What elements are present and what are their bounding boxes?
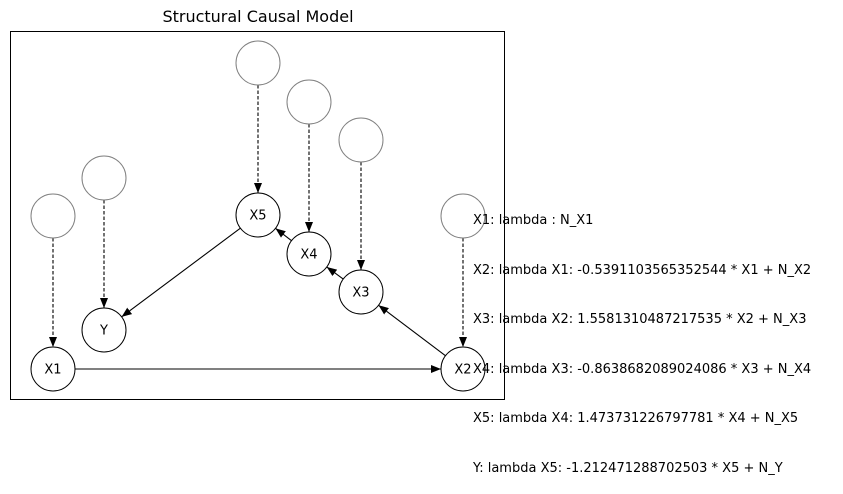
node-label: X4 xyxy=(300,248,317,263)
equation-line: X5: lambda X4: 1.473731226797781 * X4 + … xyxy=(473,411,799,426)
causal-graph: X1 X2 X3 X4 X5Y xyxy=(30,40,486,392)
node-n-x4 xyxy=(286,79,332,125)
node-label: X5 xyxy=(249,209,266,224)
noise-node-circle xyxy=(338,117,384,163)
variable-node-circle xyxy=(338,269,384,315)
node-label: Y xyxy=(99,324,108,339)
node-n-x3 xyxy=(338,117,384,163)
node-n-x1 xyxy=(30,193,76,239)
edge-x3-to-x4 xyxy=(326,266,344,280)
node-label: X3 xyxy=(352,286,369,301)
noise-node-circle xyxy=(235,40,281,86)
diagram-frame xyxy=(10,31,505,400)
equation-line: X2: lambda X1: -0.5391103565352544 * X1 … xyxy=(473,262,812,278)
node-x5: X5 xyxy=(235,192,281,238)
node-n-x2 xyxy=(440,193,486,239)
node-x4: X4 xyxy=(286,231,332,277)
variable-node-circle xyxy=(81,307,127,353)
noise-node-circle xyxy=(440,193,486,239)
equation-line: X4: lambda X3: -0.8638682089024086 * X3 … xyxy=(473,361,812,377)
equation-line: X1: lambda : N_X1 xyxy=(473,213,594,228)
edge-x5-to-y xyxy=(121,227,241,318)
noise-node-circle xyxy=(286,79,332,125)
equations-list: X1: lambda : N_X1 X2: lambda X1: -0.5391… xyxy=(473,180,811,494)
node-x3: X3 xyxy=(338,269,384,315)
noise-node-circle xyxy=(81,155,127,201)
equation-line: X3: lambda X2: 1.5581310487217535 * X2 +… xyxy=(473,312,807,327)
variable-node-circle xyxy=(30,346,76,392)
node-x1: X1 xyxy=(30,346,76,392)
variable-node-circle xyxy=(235,192,281,238)
edge-x2-to-x3 xyxy=(378,304,446,357)
noise-node-circle xyxy=(30,193,76,239)
node-x2: X2 xyxy=(440,346,486,392)
node-y: Y xyxy=(81,307,127,353)
variable-node-circle xyxy=(440,346,486,392)
equation-line: Y: lambda X5: -1.212471288702503 * X5 + … xyxy=(473,460,783,476)
node-label: X1 xyxy=(44,363,61,378)
variable-node-circle xyxy=(286,231,332,277)
node-label: X2 xyxy=(454,363,471,378)
node-n-x5 xyxy=(235,40,281,86)
node-n-y xyxy=(81,155,127,201)
edge-x4-to-x5 xyxy=(275,227,292,242)
diagram-title: Structural Causal Model xyxy=(162,7,354,26)
